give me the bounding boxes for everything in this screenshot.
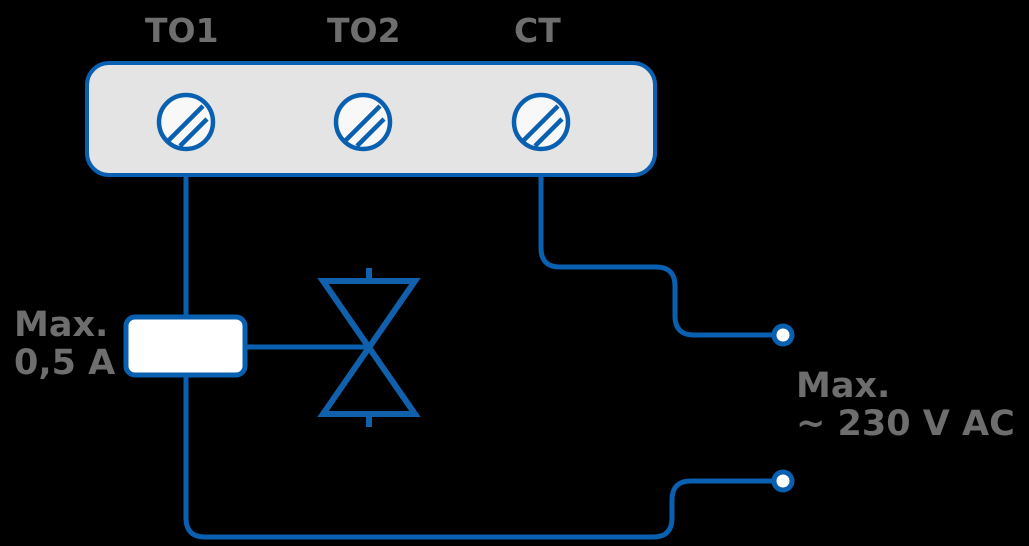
supply-terminal-neutral[interactable] bbox=[771, 469, 795, 493]
supply-rating-line2: ~ 230 V AC bbox=[796, 403, 1015, 444]
fuse-box bbox=[123, 314, 248, 378]
fuse-rating-line2: 0,5 A bbox=[14, 342, 116, 383]
terminal-label-ct: CT bbox=[514, 11, 561, 50]
terminal-screw-to1[interactable] bbox=[156, 92, 216, 152]
supply-terminal-live[interactable] bbox=[771, 323, 795, 347]
terminal-screw-to2[interactable] bbox=[333, 92, 393, 152]
supply-rating-line1: Max. bbox=[796, 366, 891, 406]
valve-symbol bbox=[317, 268, 421, 427]
wire-ct-to-supply-live bbox=[538, 122, 783, 338]
terminal-label-to1: TO1 bbox=[145, 11, 219, 50]
fuse-rating-label: Max.0,5 A bbox=[14, 305, 116, 383]
supply-rating-label: Max.~ 230 V AC bbox=[796, 366, 1015, 444]
terminal-screw-ct[interactable] bbox=[511, 92, 571, 152]
wire-fuse-to-supply-neutral bbox=[183, 374, 783, 540]
fuse-rating-line1: Max. bbox=[14, 305, 109, 345]
terminal-label-to2: TO2 bbox=[327, 11, 401, 50]
